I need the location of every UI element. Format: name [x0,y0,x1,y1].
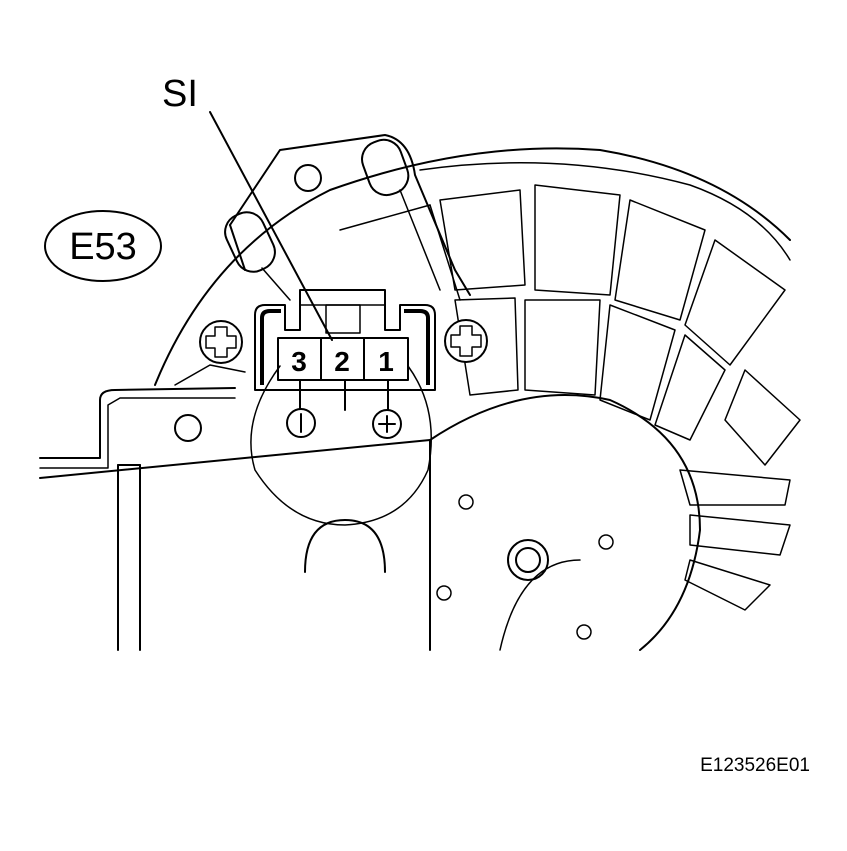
pin-3-label: 3 [291,346,307,377]
negative-terminal [286,408,316,438]
fan-blades [339,184,801,611]
wire-loop [250,365,433,526]
motor-hub [429,394,701,651]
si-leader-line [209,111,333,341]
pin-1-label: 1 [378,346,394,377]
connector-code-ellipse [44,210,162,282]
signal-label: SI [162,73,198,115]
figure-code: E123526E01 [700,755,810,776]
positive-terminal [372,409,402,439]
mounting-bracket [224,134,471,301]
screw-right [444,319,488,363]
pin-2-label: 2 [334,346,350,377]
screw-left [199,320,243,364]
housing-frame [39,364,431,651]
connector-code: E53 [69,226,137,268]
fan-housing [154,147,791,386]
connector-housing [254,289,436,411]
